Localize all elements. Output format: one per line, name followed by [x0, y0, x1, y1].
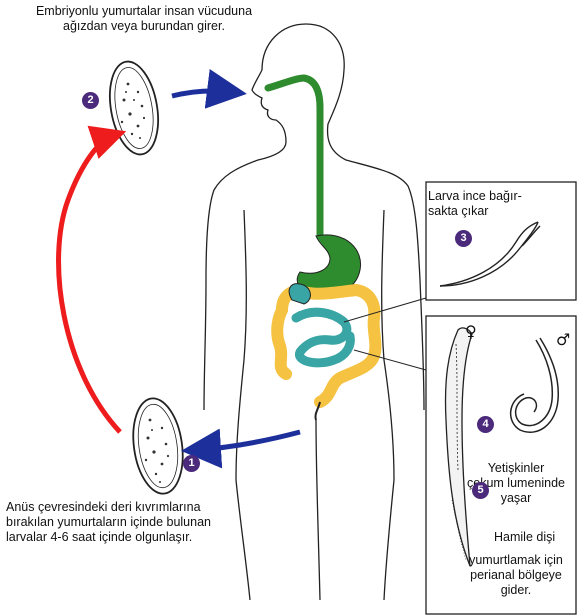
caption-larva: Larva ince bağır- sakta çıkar: [428, 189, 578, 219]
caption-egg-laying: yumurtlamak için perianal bölgeye gider.: [452, 553, 580, 598]
step-badge-5: 5: [472, 482, 489, 499]
step-badge-3: 3: [455, 230, 472, 247]
male-symbol: ♂: [556, 330, 570, 349]
step-badge-1: 1: [183, 455, 200, 472]
arrow-to-perianal: [196, 432, 300, 450]
pointer-larva: [344, 298, 426, 322]
step-badge-4: 4: [477, 416, 494, 433]
caption-eggs-mature: Anüs çevresindeki deri kıvrımlarına bıra…: [6, 500, 326, 545]
step-badge-2: 2: [82, 92, 99, 109]
caption-gravid-female: Hamile dişi: [494, 530, 555, 545]
egg-ingested: [103, 58, 165, 159]
female-symbol: ♀: [465, 322, 477, 341]
caption-adults: Yetişkinler çekum lumeninde yaşar: [452, 461, 580, 506]
arrow-ingestion: [172, 91, 232, 96]
arrow-return-cycle: [59, 136, 120, 432]
egg-perianal: [128, 395, 189, 497]
caption-ingestion: Embriyonlu yumurtalar insan vücuduna ağı…: [4, 4, 284, 34]
